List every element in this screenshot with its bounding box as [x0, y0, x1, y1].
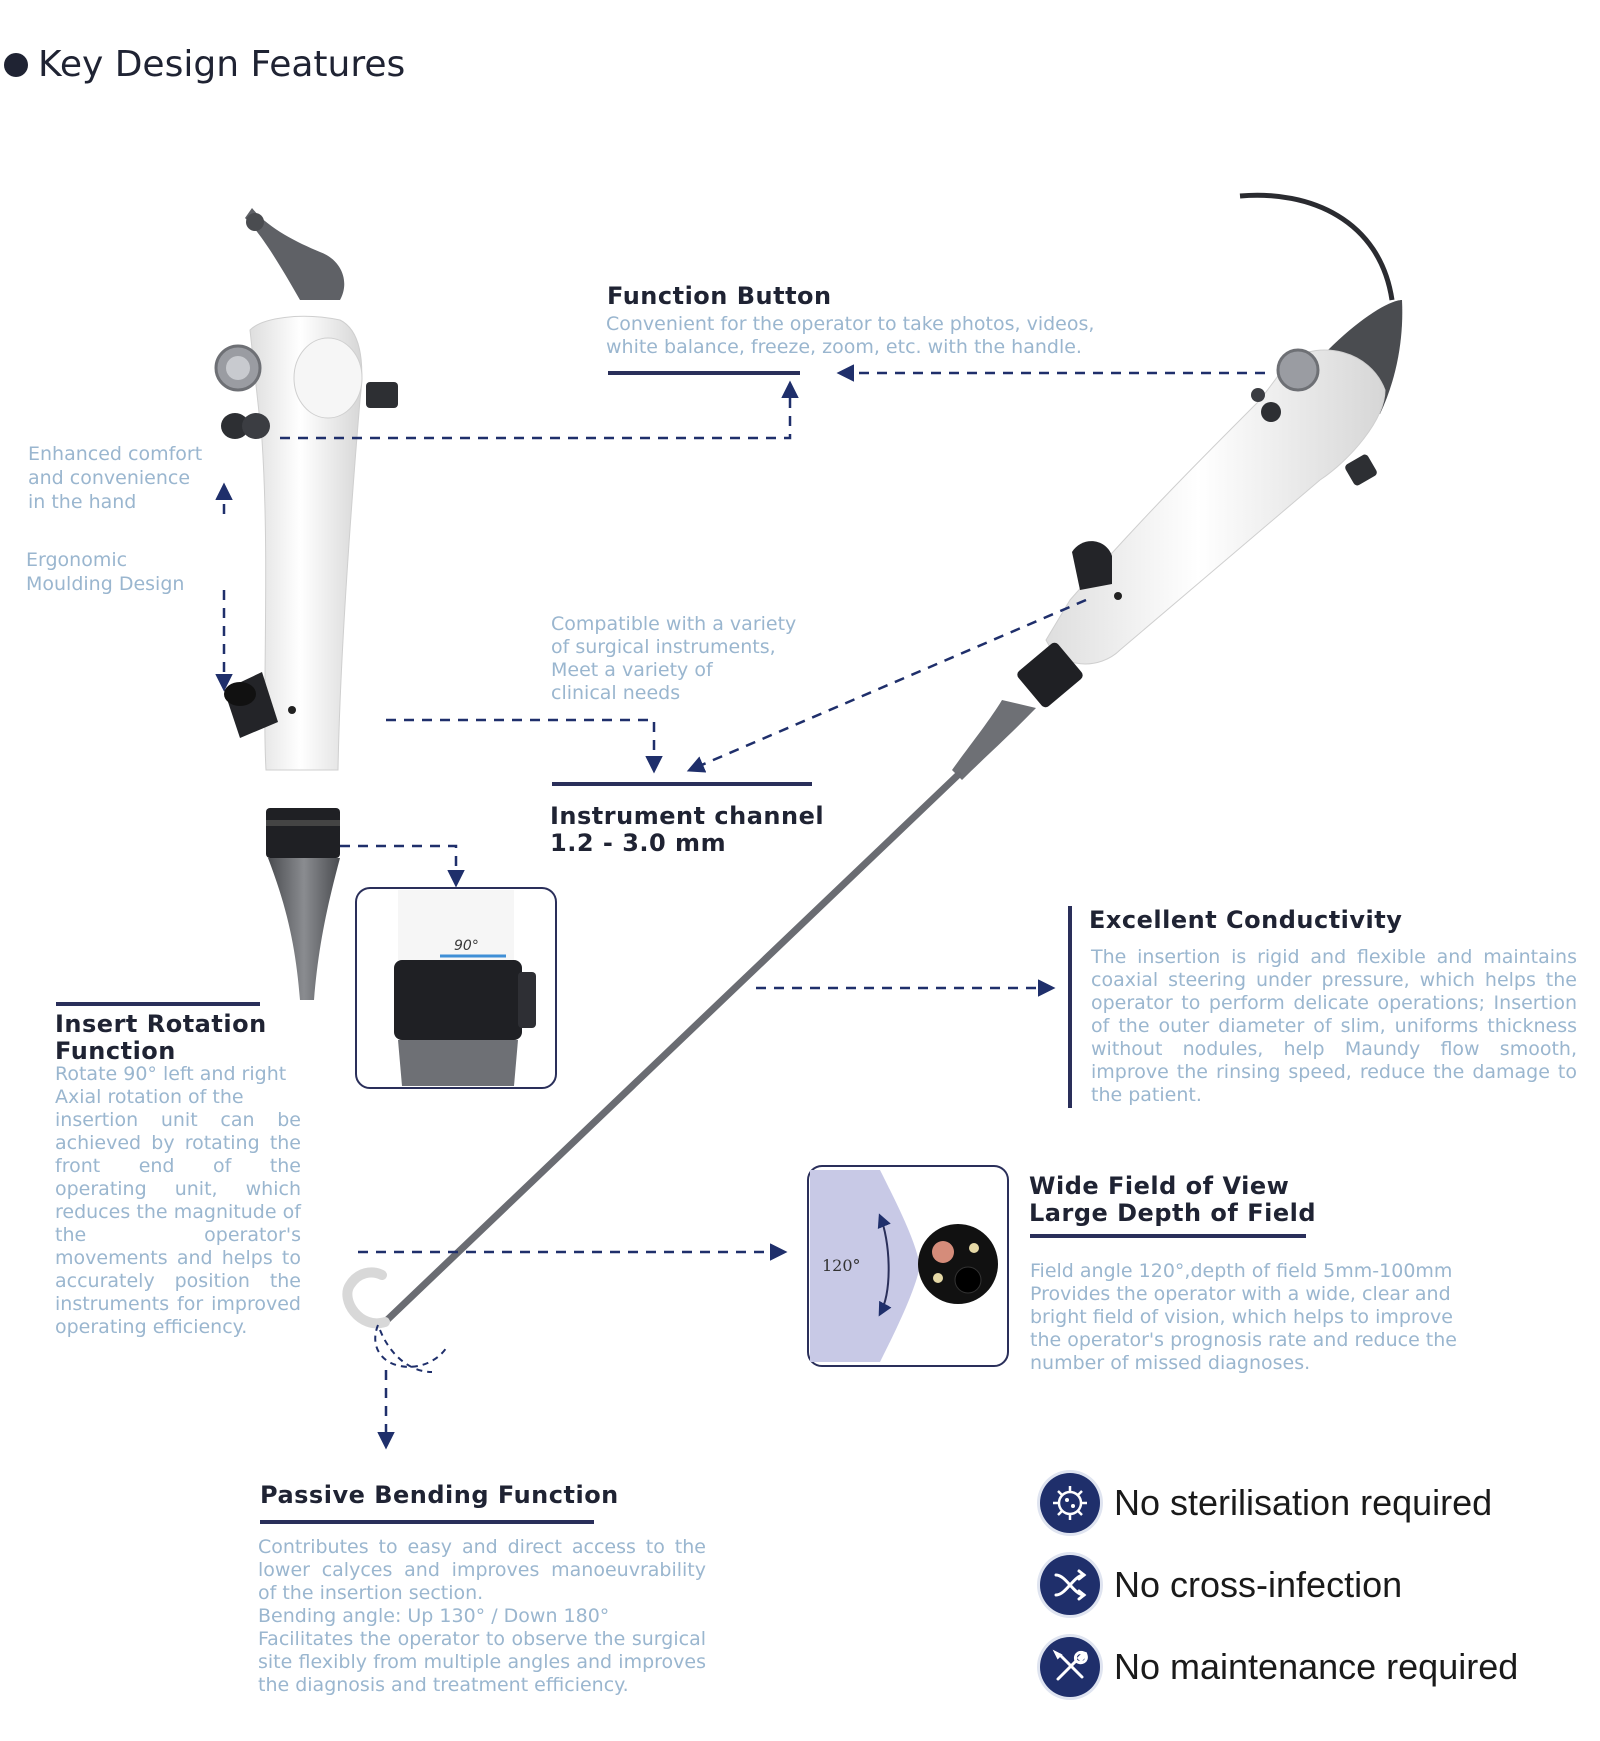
right-side-lever — [1345, 454, 1377, 486]
instrument-line-3: Meet a variety of — [551, 659, 713, 681]
fov-heading-1: Wide Field of View — [1029, 1172, 1290, 1200]
camera-tip — [918, 1224, 998, 1304]
comfort-line-3: in the hand — [28, 491, 137, 513]
right-handle-body — [1045, 349, 1386, 665]
function-button-line-2: white balance, freeze, zoom, etc. with t… — [606, 336, 1082, 358]
instrument-heading-2: 1.2 - 3.0 mm — [550, 829, 727, 857]
heading-rules — [56, 371, 1306, 1524]
passive-bending-heading: Passive Bending Function — [260, 1481, 619, 1509]
insert-rotation-line-2: Axial rotation of the — [55, 1086, 244, 1108]
field-of-view-inset — [807, 1165, 1009, 1367]
badge-no-sterilisation: No sterilisation required — [1040, 1473, 1492, 1533]
cross-arrows-icon — [1040, 1555, 1100, 1615]
instrument-line-2: of surgical instruments, — [551, 636, 776, 658]
instrument-heading-1: Instrument channel — [550, 802, 825, 830]
right-cone — [952, 700, 1036, 780]
fov-line-5: number of missed diagnoses. — [1030, 1352, 1311, 1374]
fov-line-2: Provides the operator with a wide, clear… — [1030, 1283, 1451, 1305]
fov-angle-label: 120° — [822, 1256, 861, 1275]
fov-line-3: bright field of vision, which helps to i… — [1030, 1306, 1453, 1328]
callout-connectors — [224, 364, 1265, 1450]
insert-rotation-heading-2: Function — [55, 1037, 176, 1065]
left-rotation-ring — [266, 808, 340, 858]
instrument-line-4: clinical needs — [551, 682, 681, 704]
badge-label-2: No cross-infection — [1114, 1564, 1403, 1605]
conductivity-heading: Excellent Conductivity — [1089, 906, 1403, 934]
wrench-screwdriver-icon — [1040, 1637, 1100, 1697]
right-bending-tip — [342, 1267, 390, 1329]
function-button-heading: Function Button — [607, 282, 832, 310]
right-top-knob — [1276, 348, 1320, 392]
fov-line-1: Field angle 120°,depth of field 5mm-100m… — [1030, 1260, 1453, 1282]
right-endoscope — [342, 192, 1403, 1373]
left-eyepiece — [245, 208, 345, 300]
right-insertion-tube — [381, 771, 962, 1326]
comfort-line-1: Enhanced comfort — [28, 443, 203, 465]
right-cable — [1239, 192, 1395, 301]
insert-rotation-line-1: Rotate 90° left and right — [55, 1063, 287, 1085]
passive-bending-body-2: Facilitates the operator to observe the … — [258, 1628, 706, 1696]
fov-heading-2: Large Depth of Field — [1029, 1199, 1317, 1227]
bullet-dot — [4, 52, 28, 77]
left-handle-body — [249, 315, 363, 771]
badge-label-3: No maintenance required — [1114, 1646, 1519, 1687]
rotation-scale-label: 90° — [454, 938, 479, 954]
rotation-detail-inset — [355, 887, 557, 1089]
ergonomic-line-2: Moulding Design — [26, 573, 185, 595]
passive-bending-body: Contributes to easy and direct access to… — [258, 1536, 706, 1604]
right-channel-port — [1072, 541, 1112, 590]
function-button-line-1: Convenient for the operator to take phot… — [606, 313, 1095, 335]
left-function-buttons — [221, 413, 270, 439]
badge-no-maintenance: No maintenance required — [1040, 1637, 1518, 1697]
virus-icon — [1040, 1473, 1100, 1533]
insert-rotation-body: insertion unit can be achieved by rotati… — [55, 1109, 301, 1338]
right-rotation-ring — [1017, 642, 1083, 708]
instrument-line-1: Compatible with a variety — [551, 613, 797, 635]
page-title-text: Key Design Features — [38, 44, 406, 85]
ergonomic-line-1: Ergonomic — [26, 549, 128, 571]
badge-no-cross-infection: No cross-infection — [1040, 1555, 1402, 1615]
bending-dashed-path — [374, 1324, 449, 1368]
page-title: Key Design Features — [4, 44, 405, 85]
insert-rotation-heading-1: Insert Rotation — [55, 1010, 267, 1038]
fov-line-4: the operator's prognosis rate and reduce… — [1030, 1329, 1457, 1351]
left-tapered-tip — [268, 858, 340, 1000]
conductivity-body: The insertion is rigid and flexible and … — [1091, 946, 1577, 1106]
left-endoscope — [214, 208, 398, 1000]
badge-label-1: No sterilisation required — [1114, 1482, 1493, 1523]
left-side-lever — [366, 382, 398, 408]
comfort-line-2: and convenience — [28, 467, 191, 489]
passive-bending-angle: Bending angle: Up 130° / Down 180° — [258, 1605, 610, 1627]
